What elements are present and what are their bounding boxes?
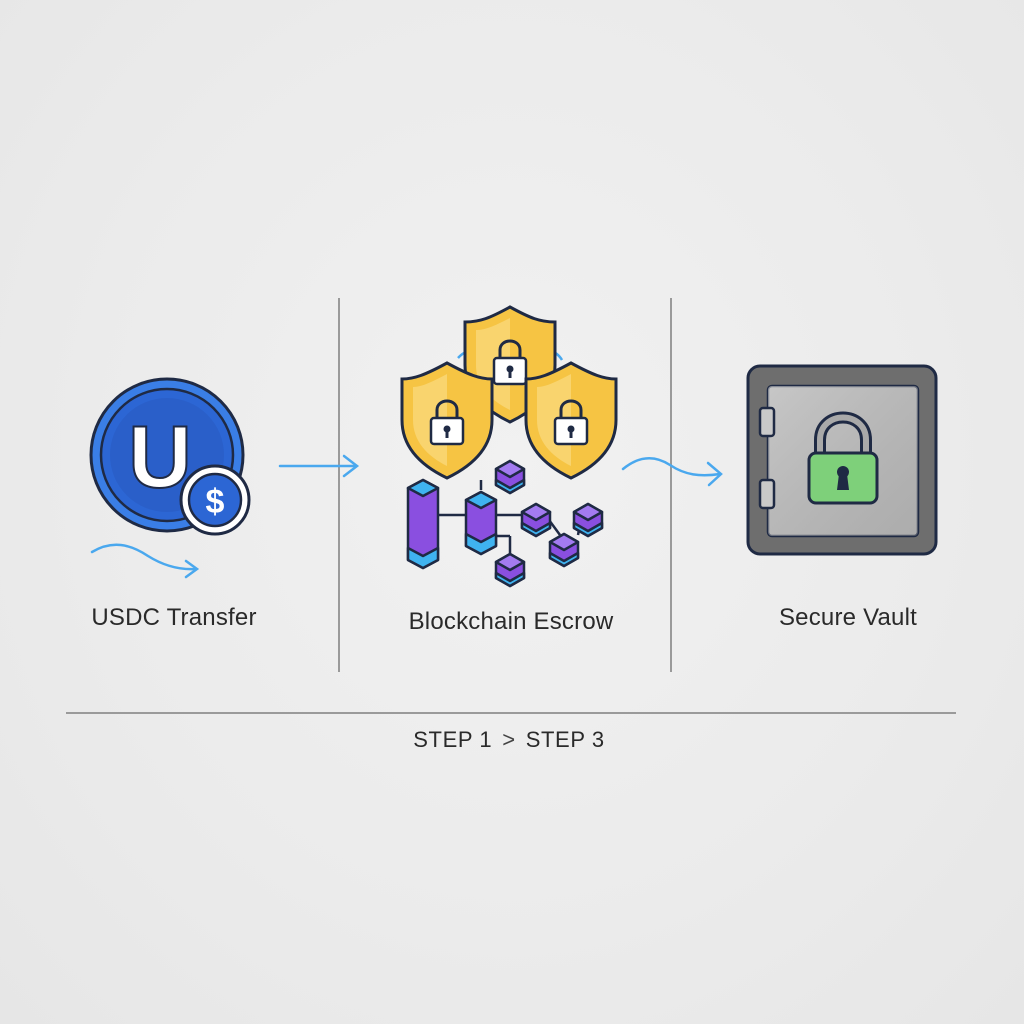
block-cube xyxy=(572,502,604,538)
wavy-arrow-right-icon xyxy=(621,457,723,487)
stage-label-blockchain-escrow: Blockchain Escrow xyxy=(408,608,614,635)
step-end: STEP 3 xyxy=(525,727,605,752)
block-pillar-left xyxy=(406,478,440,570)
block-cube xyxy=(520,502,552,538)
wavy-arrow-small-icon xyxy=(90,543,200,579)
arrow-right-icon xyxy=(278,454,360,478)
blockchain-network-icon xyxy=(406,459,604,588)
usdc-coin-icon: U $ xyxy=(89,377,251,536)
shield-right xyxy=(524,361,618,480)
block-cube xyxy=(548,532,580,568)
shield-lock-icons xyxy=(400,305,618,480)
block-cube xyxy=(494,459,526,495)
block-pillar-middle xyxy=(464,490,498,556)
block-cube xyxy=(494,552,526,588)
step-separator: > xyxy=(502,727,516,752)
step-start: STEP 1 xyxy=(413,727,493,752)
step-progress: STEP 1 > STEP 3 xyxy=(413,727,604,753)
vault-icon xyxy=(746,364,938,556)
shield-left xyxy=(400,361,494,480)
vault-lock-icon xyxy=(807,411,879,505)
stage-label-usdc-transfer: USDC Transfer xyxy=(91,604,257,631)
dollar-sign: $ xyxy=(206,483,225,521)
stage-label-secure-vault: Secure Vault xyxy=(778,604,918,631)
